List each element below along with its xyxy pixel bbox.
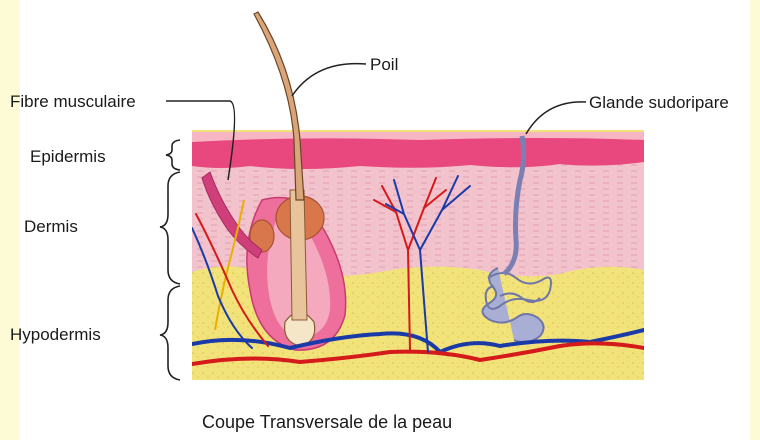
layer-brackets (160, 140, 180, 380)
caption: Coupe Transversale de la peau (202, 412, 452, 432)
epidermis-label: Epidermis (30, 147, 106, 166)
dermis-bracket (160, 172, 180, 284)
poil-leader (292, 64, 366, 96)
epidermis-layer (192, 136, 644, 169)
epidermis-bracket (166, 140, 180, 170)
hypodermis-label: Hypodermis (10, 325, 101, 344)
hair-root (290, 190, 307, 320)
hypodermis-bracket (160, 286, 180, 380)
poil-label: Poil (370, 55, 398, 74)
skin-block (192, 130, 644, 380)
glande-leader (526, 102, 586, 134)
dermis-label: Dermis (24, 217, 78, 236)
glande-sudoripare-label: Glande sudoripare (589, 93, 729, 112)
fibre-musculaire-label: Fibre musculaire (10, 92, 136, 111)
